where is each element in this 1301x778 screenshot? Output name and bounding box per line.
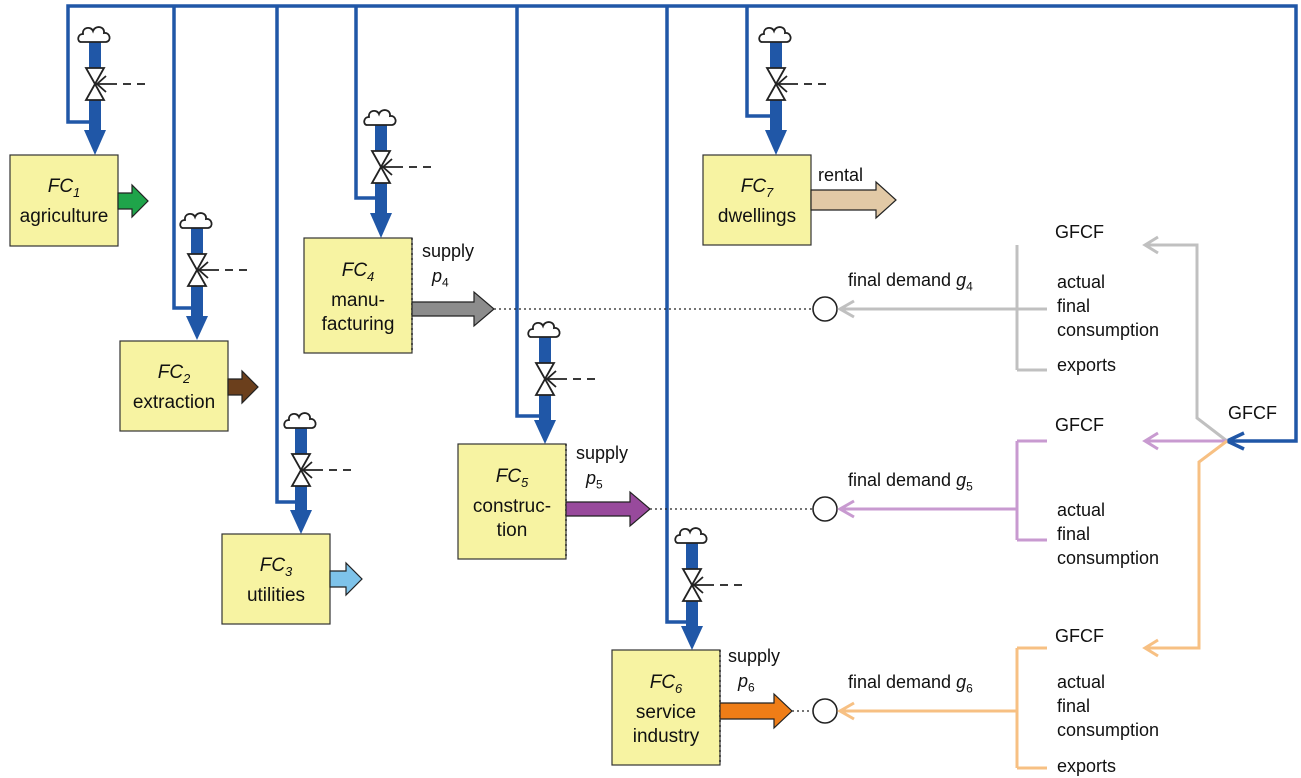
fc2-name: extraction xyxy=(132,391,216,413)
box-fc2 xyxy=(119,340,229,432)
box-label-fc7: FC7 dwellings xyxy=(703,175,811,229)
supply-label-fc6: supply xyxy=(728,646,781,666)
supply-label-fc4: supply xyxy=(422,241,475,261)
gfcf-label-g4: GFCF xyxy=(1055,222,1104,242)
box-label-fc6: FC6 service industry xyxy=(612,671,720,749)
supply-label-fc5: supply xyxy=(576,443,629,463)
supply-stack-fc3 xyxy=(283,412,352,534)
service-supply-arrow xyxy=(719,692,793,730)
fc3-name: utilities xyxy=(246,584,306,606)
demand-tree-g5 xyxy=(836,431,1227,542)
demand-tree-g4 xyxy=(836,235,1228,443)
price-label-p6: p6 xyxy=(738,671,755,695)
fc5-code: FC5 xyxy=(495,466,529,490)
fc3-code: FC3 xyxy=(259,555,293,579)
fc4-name-line2: facturing xyxy=(321,313,395,335)
gfcf-label-blue: GFCF xyxy=(1228,403,1277,423)
exports-label-g4: exports xyxy=(1057,355,1117,375)
fc1-name: agriculture xyxy=(19,205,109,227)
extraction-output-arrow xyxy=(227,369,259,405)
fc6-code: FC6 xyxy=(649,672,683,696)
gfcf-label-g6: GFCF xyxy=(1055,626,1104,646)
utilities-output-arrow xyxy=(329,561,363,597)
fc1-code: FC1 xyxy=(47,176,81,200)
gfcf-label-g5: GFCF xyxy=(1055,415,1104,435)
gfcf-feedback-lines xyxy=(66,4,1298,624)
fc4-code: FC4 xyxy=(341,260,375,284)
box-fc7 xyxy=(702,154,812,246)
supply-stack-fc4 xyxy=(363,109,432,238)
final-demand-circle-g4 xyxy=(812,296,838,322)
box-label-fc2: FC2 extraction xyxy=(120,361,228,415)
fc6-name-line2: industry xyxy=(632,725,700,747)
fc2-code: FC2 xyxy=(157,362,191,386)
box-label-fc5: FC5 construc- tion xyxy=(458,465,566,543)
rental-label: rental xyxy=(818,165,864,185)
fc6-name-line1: service xyxy=(635,701,697,723)
price-label-p5: p5 xyxy=(586,468,603,492)
box-fc1 xyxy=(9,154,119,247)
supply-stack-fc7 xyxy=(758,26,827,155)
box-fc5 xyxy=(457,443,567,560)
box-label-fc3: FC3 utilities xyxy=(222,554,330,608)
manufacturing-supply-arrow xyxy=(411,290,495,328)
box-label-fc1: FC1 agriculture xyxy=(10,175,118,229)
supply-stack-fc6 xyxy=(674,527,743,650)
dwellings-rental-arrow xyxy=(810,180,897,220)
box-fc6 xyxy=(611,649,721,766)
demand-tree-g6 xyxy=(836,439,1228,770)
construction-supply-arrow xyxy=(565,490,651,528)
price-label-p4: p4 xyxy=(432,266,449,290)
supply-stack-fc5 xyxy=(527,321,596,444)
fc7-code: FC7 xyxy=(740,176,774,200)
supply-stack-fc2 xyxy=(179,212,248,340)
box-label-fc4: FC4 manu- facturing xyxy=(304,259,412,337)
final-demand-label-g4: final demand g4 xyxy=(848,270,973,294)
supply-stack-fc1 xyxy=(77,26,146,155)
final-demand-circle-g5 xyxy=(812,496,838,522)
exports-label-g6: exports xyxy=(1057,756,1117,776)
final-demand-circle-g6 xyxy=(812,698,838,724)
final-demand-label-g5: final demand g5 xyxy=(848,470,973,494)
fc5-name-line2: tion xyxy=(496,519,528,541)
agriculture-output-arrow xyxy=(117,183,149,219)
fc7-name: dwellings xyxy=(717,205,797,227)
box-fc4 xyxy=(303,237,413,354)
fc5-name-line1: construc- xyxy=(472,495,552,517)
fc4-name-line1: manu- xyxy=(331,289,385,311)
final-demand-label-g6: final demand g6 xyxy=(848,672,973,696)
